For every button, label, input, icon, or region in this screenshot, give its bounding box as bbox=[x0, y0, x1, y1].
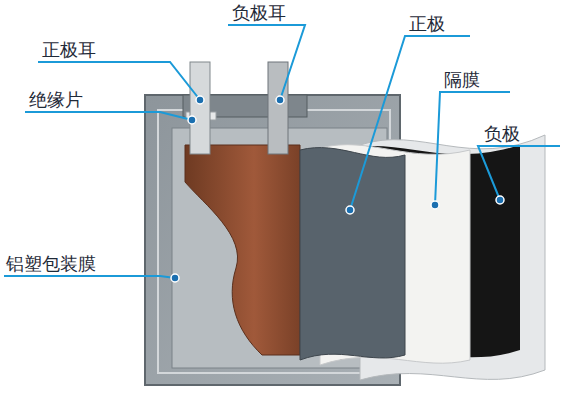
part-label: 绝缘片 bbox=[29, 89, 83, 111]
part-label: 隔膜 bbox=[444, 69, 480, 91]
part-label: 正极耳 bbox=[42, 39, 96, 61]
part-label: 负极耳 bbox=[232, 2, 286, 24]
part-label: 正极 bbox=[409, 13, 445, 35]
part-label: 负极 bbox=[484, 123, 520, 145]
part-label: 铝塑包装膜 bbox=[6, 253, 96, 275]
